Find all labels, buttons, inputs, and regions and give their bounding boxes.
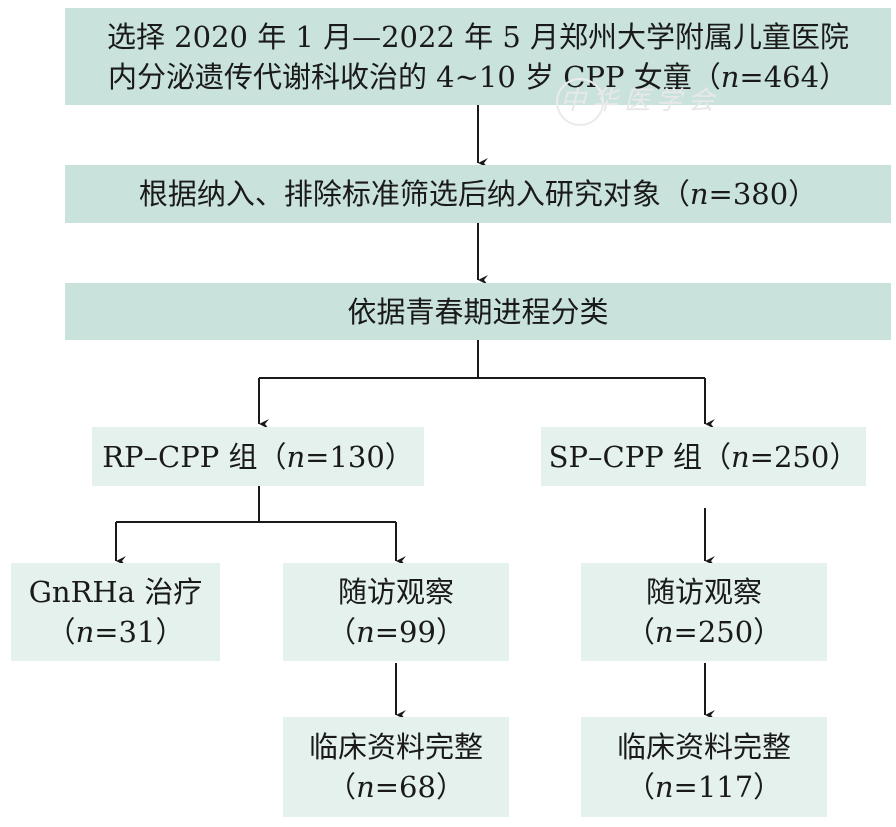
inclusion-box: 根据纳入、排除标准筛选后纳入研究对象（n=380） [65,165,891,223]
watermark-seal [556,78,604,126]
selection-box: 选择 2020 年 1 月—2022 年 5 月郑州大学附属儿童医院 内分泌遗传… [65,8,891,105]
rp-complete-records-box: 临床资料完整 （n=68） [283,717,509,817]
rp-cpp-group-box: RP–CPP 组（n=130） [92,427,424,486]
sp-cpp-group-box: SP–CPP 组（n=250） [541,427,866,486]
classification-label: 依据青春期进程分类 [347,294,609,329]
rp-gnrha-treatment-box: GnRHa 治疗 （n=31） [11,563,220,661]
selection-line1: 选择 2020 年 1 月—2022 年 5 月郑州大学附属儿童医院 [106,19,850,54]
classification-box: 依据青春期进程分类 [65,283,891,340]
connector-classification-split [259,340,705,379]
sp-followup-box: 随访观察 （n=250） [581,563,827,661]
watermark-text: 中华医学会 [560,86,721,116]
rp-followup-box: 随访观察 （n=99） [283,563,509,661]
connector-rp-split [116,486,396,523]
sp-complete-records-box: 临床资料完整 （n=117） [581,717,827,817]
selection-line2: 内分泌遗传代谢科收治的 4~10 岁 CPP 女童（n=464） [107,59,849,94]
